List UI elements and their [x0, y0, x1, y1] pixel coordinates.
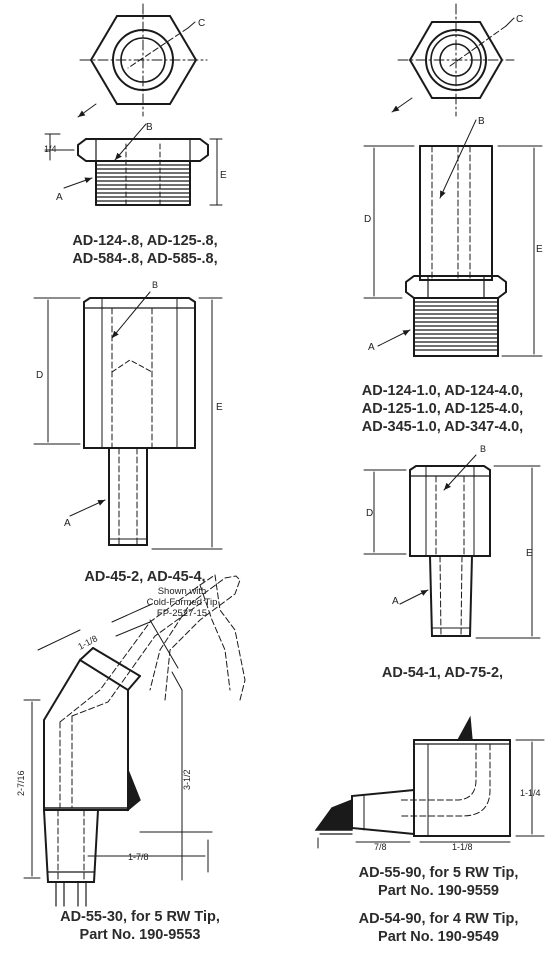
caption-line: AD-55-30, for 5 RW Tip,: [60, 909, 220, 925]
label-c-left: C: [198, 18, 205, 29]
caption-line: Part No. 190-9549: [378, 929, 499, 945]
label-b-tall: B: [152, 280, 158, 290]
caption-line: Part No. 190-9559: [378, 883, 499, 899]
label-e-short: E: [220, 170, 227, 181]
note-shown-with: Shown with: [158, 586, 207, 597]
caption-line: AD-124-.8, AD-125-.8,: [72, 233, 218, 249]
dim-7-8: 7/8: [374, 842, 387, 852]
tall-hex-tube-view: [33, 291, 223, 550]
dim-1-1-8-bottom: 1-1/8: [452, 842, 473, 852]
short-hex-tube-view: [363, 454, 541, 639]
label-e-long: E: [536, 244, 543, 255]
label-b-long: B: [478, 116, 485, 127]
angled-30-adapter-view: [23, 574, 246, 907]
label-b-short-hex: B: [480, 444, 486, 454]
caption-line: AD-584-.8, AD-585-.8,: [72, 251, 218, 267]
right-angle-90-adapter-view: [314, 715, 545, 849]
label-d-tall: D: [36, 370, 43, 381]
label-d-long: D: [364, 214, 371, 225]
caption-line: AD-345-1.0, AD-347-4.0,: [361, 419, 524, 435]
caption-left-angled: AD-55-30, for 5 RW Tip, Part No. 190-955…: [10, 908, 270, 944]
caption-right-90-4rw: AD-54-90, for 4 RW Tip, Part No. 190-954…: [322, 910, 555, 946]
drawing-labels: C B 1/4 E A B D E A Shown with Cold-Form…: [16, 14, 543, 862]
caption-left-tall-hex: AD-45-2, AD-45-4,: [20, 568, 270, 586]
caption-line: AD-55-90, for 5 RW Tip,: [358, 865, 519, 881]
caption-line: AD-54-90, for 4 RW Tip,: [358, 911, 519, 927]
label-e-short-hex: E: [526, 548, 533, 559]
label-quarter: 1/4: [44, 144, 57, 154]
label-e-tall: E: [216, 402, 223, 413]
dim-1-7-8: 1-7/8: [128, 852, 149, 862]
note-part-fp: FP-2527-15: [157, 608, 207, 619]
hex-top-view-left: [77, 3, 208, 118]
label-d-short-hex: D: [366, 508, 373, 519]
hex-top-view-right: [391, 3, 515, 117]
label-a-short-hex: A: [392, 596, 399, 607]
label-a-long: A: [368, 342, 375, 353]
caption-line: AD-125-1.0, AD-125-4.0,: [361, 401, 524, 417]
caption-line: AD-124-1.0, AD-124-4.0,: [361, 383, 524, 399]
long-body-threaded-view: [363, 119, 543, 357]
caption-right-90-5rw: AD-55-90, for 5 RW Tip, Part No. 190-955…: [322, 864, 555, 900]
caption-left-plug: AD-124-.8, AD-125-.8, AD-584-.8, AD-585-…: [20, 232, 270, 268]
label-c-right: C: [516, 14, 523, 25]
dim-2-7-16: 2-7/16: [16, 770, 26, 796]
dim-1-1-4: 1-1/4: [520, 788, 541, 798]
caption-line: Part No. 190-9553: [79, 927, 201, 943]
caption-right-long-body: AD-124-1.0, AD-124-4.0, AD-125-1.0, AD-1…: [330, 382, 555, 436]
short-plug-side-view: [44, 123, 223, 206]
dim-3-1-2: 3-1/2: [182, 769, 192, 790]
caption-line: AD-54-1, AD-75-2,: [381, 665, 504, 681]
label-a-short: A: [56, 192, 63, 203]
label-b-short: B: [146, 122, 153, 133]
note-cold-formed-tip: Cold-Formed Tip: [147, 597, 218, 608]
label-a-tall: A: [64, 518, 71, 529]
caption-line: AD-45-2, AD-45-4,: [84, 569, 206, 585]
caption-right-short-hex: AD-54-1, AD-75-2,: [330, 664, 555, 682]
